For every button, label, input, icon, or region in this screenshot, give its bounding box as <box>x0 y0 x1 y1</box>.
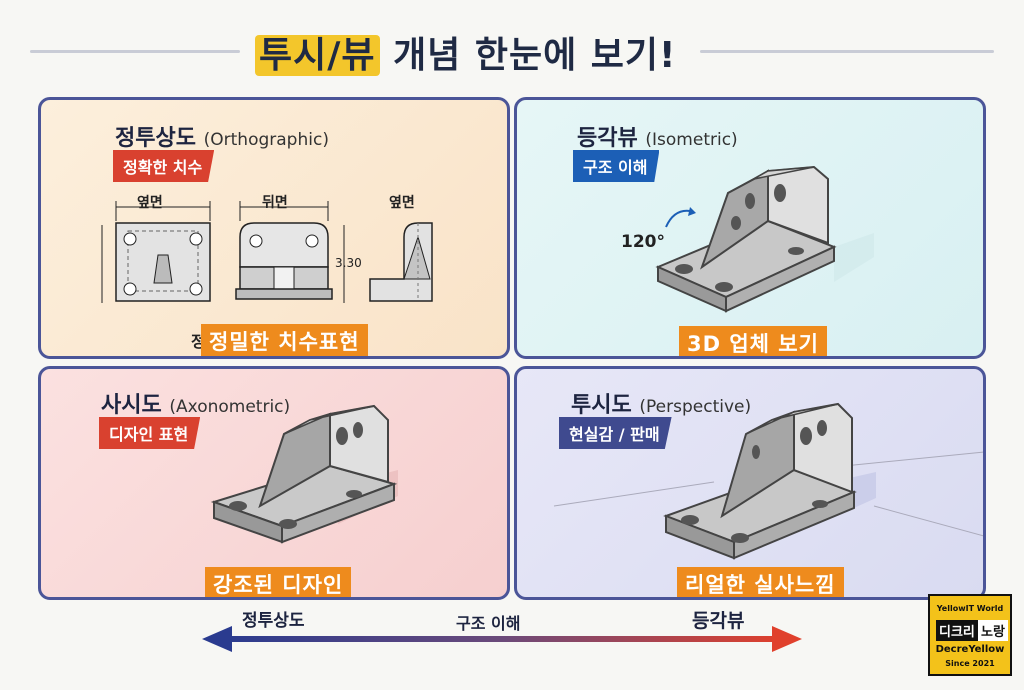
panel-perspective: 투시도 (Perspective) 현실감 / 판매 리얼한 실사느낌 <box>514 366 986 600</box>
panel-axonometric: 사시도 (Axonometric) 디자인 표현 강조된 디자인 <box>38 366 510 600</box>
panel-caption: 3D 업체 보기 <box>679 326 827 356</box>
panel-orthographic: 정투상도 (Orthographic) 정확한 치수 옆면 뒤면 옆면 <box>38 97 510 359</box>
logo-line-2b: 노랑 <box>978 620 1008 641</box>
view-label-side-2: 옆면 <box>389 195 415 211</box>
title-rest: 개념 한눈에 보기! <box>393 35 677 76</box>
panel-title: 등각뷰 (Isometric) <box>577 120 738 152</box>
title-divider-right <box>700 50 994 53</box>
panel-tag: 디자인 표현 <box>99 417 201 449</box>
panel-tag: 구조 이해 <box>573 150 660 182</box>
panel-title: 정투상도 (Orthographic) <box>115 120 329 152</box>
panel-isometric: 등각뷰 (Isometric) 구조 이해 120° 3D 업체 보기 <box>514 97 986 359</box>
orthographic-drawing <box>101 201 433 303</box>
panel-caption: 리얼한 실사느낌 <box>677 567 844 597</box>
spectrum-arrow <box>202 626 802 652</box>
panel-title-en: (Axonometric) <box>169 397 291 417</box>
logo-line-4: Since 2021 <box>945 659 995 668</box>
arrow-label-middle: 구조 이해 <box>456 614 521 633</box>
logo-line-1: YellowIT World <box>936 604 1004 613</box>
panel-title: 사시도 (Axonometric) <box>101 387 290 419</box>
panel-caption: 강조된 디자인 <box>205 567 352 597</box>
panel-caption: 정밀한 치수표현 <box>201 324 368 356</box>
bracket-illustration <box>210 404 398 544</box>
title-bar: 투시/뷰 개념 한눈에 보기! <box>0 20 1024 80</box>
panel-title: 투시도 (Perspective) <box>571 387 751 419</box>
angle-label: 120° <box>621 232 665 252</box>
brand-logo: YellowIT World 디크리 노랑 DecreYellow Since … <box>928 594 1012 676</box>
logo-line-2a: 디크리 <box>936 620 978 641</box>
arrow-label-left: 정투상도 <box>242 611 305 631</box>
panel-title-ko: 사시도 <box>101 393 162 418</box>
panel-title-ko: 정투상도 <box>115 126 196 151</box>
dimension-label: 3.30 <box>335 256 362 270</box>
panel-title-en: (Perspective) <box>639 397 752 417</box>
title-highlight: 투시/뷰 <box>255 35 380 76</box>
panel-title-ko: 투시도 <box>571 393 632 418</box>
logo-line-3: DecreYellow <box>935 644 1005 655</box>
panel-tag: 정확한 치수 <box>113 150 215 182</box>
bracket-illustration <box>655 165 874 313</box>
title-divider-left <box>30 50 240 53</box>
bracket-illustration <box>553 402 983 560</box>
panel-tag: 현실감 / 판매 <box>559 417 672 449</box>
panel-title-en: (Orthographic) <box>203 130 329 150</box>
page-title: 투시/뷰 개념 한눈에 보기! <box>255 26 676 78</box>
panel-title-ko: 등각뷰 <box>577 126 638 151</box>
panel-title-en: (Isometric) <box>645 130 738 150</box>
arrow-label-right: 등각뷰 <box>692 610 745 632</box>
